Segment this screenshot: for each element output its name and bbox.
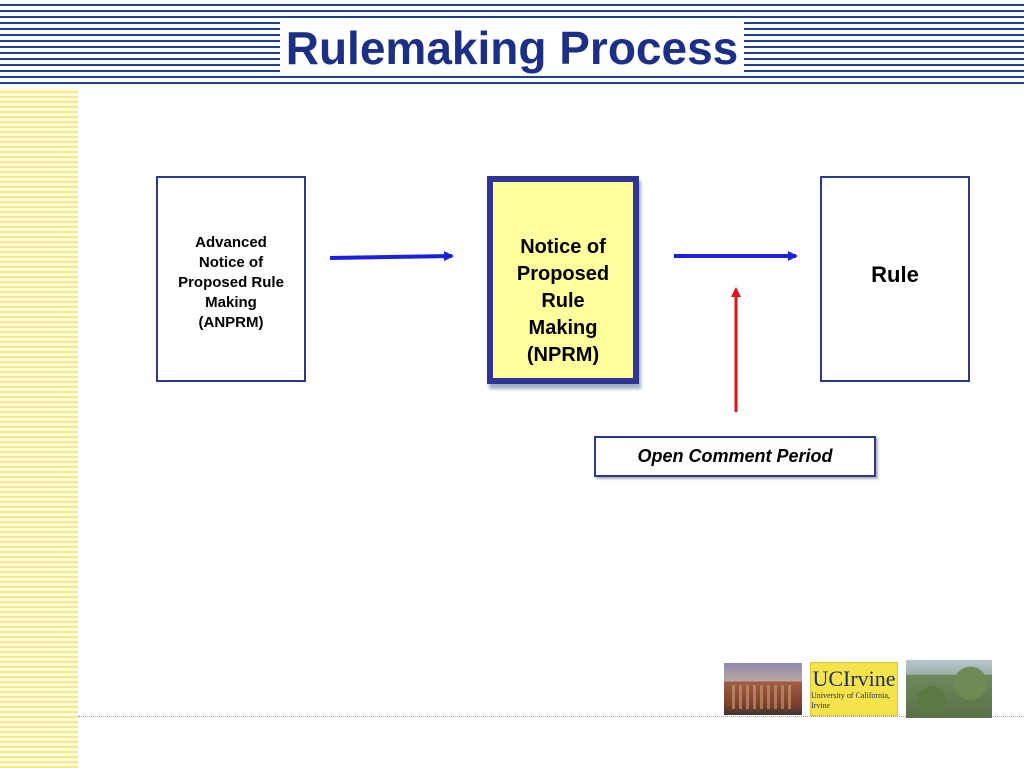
footer-divider	[78, 716, 1024, 717]
arrow-anprm-to-nprm	[329, 251, 454, 262]
page-title-text: Rulemaking Process	[279, 22, 745, 74]
node-anprm: Advanced Notice of Proposed Rule Making …	[156, 176, 306, 382]
hospital-photo	[724, 663, 802, 715]
node-nprm: Notice of Proposed Rule Making (NPRM)	[487, 176, 639, 384]
logo-main-text: UCIrvine	[812, 666, 896, 691]
uc-irvine-logo: UCIrvine University of California, Irvin…	[810, 662, 898, 716]
node-comment-label: Open Comment Period	[637, 446, 833, 466]
footer-images: UCIrvine University of California, Irvin…	[724, 660, 992, 718]
node-nprm-label: Notice of Proposed Rule Making (NPRM)	[516, 236, 610, 366]
logo-sub-text: University of California, Irvine	[811, 691, 890, 710]
node-open-comment-period: Open Comment Period	[594, 436, 876, 477]
node-rule: Rule	[820, 176, 970, 382]
page-title: Rulemaking Process	[0, 20, 1024, 76]
node-rule-label: Rule	[871, 262, 919, 287]
campus-aerial-photo	[906, 660, 992, 718]
node-anprm-label: Advanced Notice of Proposed Rule Making …	[178, 234, 284, 331]
sidebar-stripes	[0, 88, 78, 768]
